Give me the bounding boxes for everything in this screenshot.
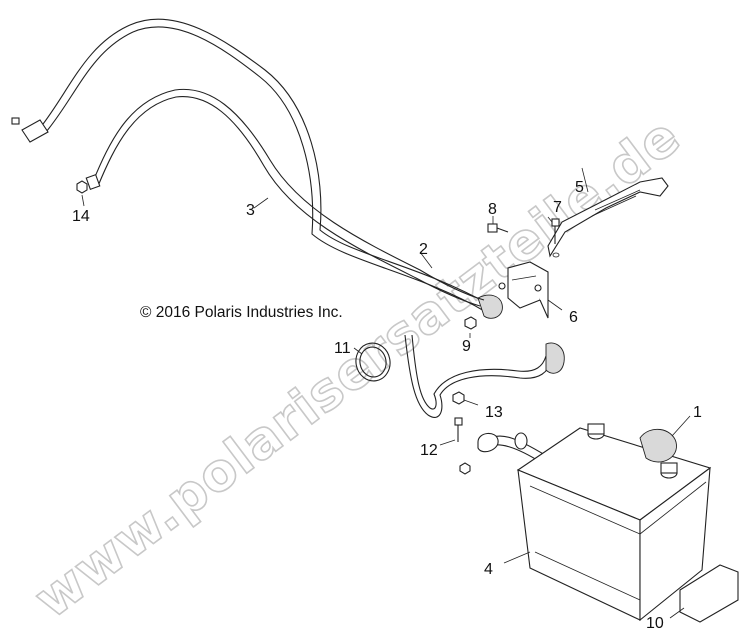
callout-5: 5 [575,179,584,196]
battery-4[interactable] [516,423,712,622]
callout-1: 1 [693,404,702,421]
battery-cable[interactable] [404,334,565,418]
positive-cable-boot [514,432,528,450]
terminal-cover-1[interactable] [639,428,677,463]
positive-cable-end [477,432,499,453]
callout-13: 13 [485,404,503,421]
cable-3-boot [477,294,503,319]
copyright-text: © 2016 Polaris Industries Inc. [140,304,343,321]
callout-2: 2 [419,241,428,258]
nut-13[interactable] [452,391,465,405]
bolt-7[interactable] [551,218,560,244]
cable-3-end-nut [11,117,20,125]
callout-12: 12 [420,442,438,459]
callout-3: 3 [246,202,255,219]
strap-11[interactable] [353,340,393,383]
solenoid-6[interactable] [498,261,549,319]
nut-14[interactable] [76,180,88,194]
battery-cable-clamp [545,342,565,374]
nut-9[interactable] [464,316,477,330]
cable-3-terminal [21,119,49,143]
callout-9: 9 [462,338,471,355]
callout-8: 8 [488,201,497,218]
callout-14: 14 [72,208,90,225]
cable-2[interactable] [85,88,485,307]
pad-10[interactable] [679,564,739,623]
callout-6: 6 [569,309,578,326]
cable-3[interactable] [11,18,503,319]
screw-8[interactable] [487,223,509,233]
leader-lines [81,167,691,619]
callout-7: 7 [553,199,562,216]
bracket-5[interactable] [547,177,669,258]
cable-2-terminal [85,173,101,191]
callout-4: 4 [484,561,493,578]
callout-10: 10 [646,615,664,632]
callout-11: 11 [334,340,351,357]
bolt-12[interactable] [454,417,471,475]
